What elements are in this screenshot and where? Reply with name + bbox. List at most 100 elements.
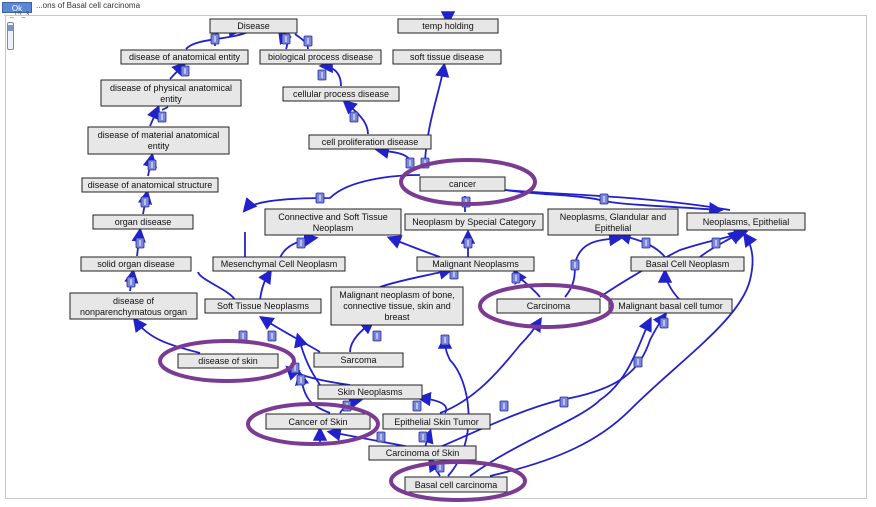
info-icon[interactable] (633, 356, 643, 368)
node-malignant-basal-cell-tumor[interactable]: Malignant basal cell tumor (608, 298, 733, 314)
nodes: Disease temp holding disease of anatomic… (69, 18, 806, 493)
node-soft-tissue-disease[interactable]: soft tissue disease (392, 49, 502, 65)
node-mesenchymal-cell-neoplasm[interactable]: Mesenchymal Cell Neoplasm (212, 256, 346, 272)
info-icon[interactable] (296, 237, 306, 249)
info-icon[interactable] (570, 259, 580, 271)
info-icon[interactable] (463, 237, 473, 249)
info-icon[interactable] (267, 330, 277, 342)
info-icon[interactable] (238, 330, 248, 342)
edge (258, 268, 272, 301)
node-label: Disease (237, 21, 270, 31)
node-malignant-neoplasms[interactable]: Malignant Neoplasms (416, 256, 535, 272)
node-cellular-process-disease[interactable]: cellular process disease (282, 86, 400, 102)
info-icon[interactable] (147, 159, 157, 171)
info-icon[interactable] (140, 196, 150, 208)
edge (504, 189, 731, 211)
info-icon[interactable] (303, 35, 313, 47)
info-icon[interactable] (317, 69, 327, 81)
node-label: Epithelial (595, 223, 632, 233)
edge (326, 426, 411, 448)
node-solid-organ-disease[interactable]: solid organ disease (80, 256, 192, 272)
info-icon[interactable] (418, 431, 428, 443)
info-icon[interactable] (559, 396, 569, 408)
node-label: Malignant neoplasm of bone, (339, 290, 455, 300)
info-icon[interactable] (641, 237, 651, 249)
node-label: disease of anatomical entity (129, 52, 241, 62)
node-carcinoma-of-skin[interactable]: Carcinoma of Skin (368, 445, 477, 461)
page-subtitle: ..._15_3 (4, 11, 30, 18)
node-disease-anatomical-entity[interactable]: disease of anatomical entity (120, 49, 249, 65)
info-icon[interactable] (405, 157, 415, 169)
node-label: disease of anatomical structure (88, 180, 213, 190)
page-title: ...ons of Basal cell carcinoma (36, 1, 141, 10)
node-label: Basal cell carcinoma (415, 480, 498, 490)
info-icon[interactable] (349, 111, 359, 123)
zoom-slider-thumb[interactable] (8, 25, 13, 31)
node-label: Malignant basal cell tumor (618, 301, 723, 311)
info-icon[interactable] (711, 237, 721, 249)
node-organ-disease[interactable]: organ disease (92, 214, 194, 230)
edge (242, 174, 421, 213)
info-icon[interactable] (599, 193, 609, 205)
node-basal-cell-carcinoma[interactable]: Basal cell carcinoma (404, 476, 508, 493)
node-disease[interactable]: Disease (209, 18, 298, 34)
node-label: disease of material anatomical (98, 130, 220, 140)
edge (657, 268, 681, 301)
node-neoplasm-special-category[interactable]: Neoplasm by Special Category (404, 213, 544, 231)
ok-button[interactable]: Ok (2, 2, 32, 13)
node-carcinoma[interactable]: Carcinoma (496, 298, 601, 314)
info-icon[interactable] (315, 192, 325, 204)
edge (599, 228, 749, 298)
node-label: temp holding (422, 21, 474, 31)
node-temp-holding[interactable]: temp holding (397, 18, 499, 34)
node-label: breast (384, 312, 410, 322)
node-label: Epithelial Skin Tumor (394, 417, 479, 427)
node-skin-neoplasms[interactable]: Skin Neoplasms (317, 384, 423, 400)
edge (374, 144, 411, 161)
info-icon[interactable] (412, 400, 422, 412)
highlight-carcinoma (478, 283, 614, 329)
info-icon[interactable] (210, 33, 220, 45)
node-cell-proliferation-disease[interactable]: cell proliferation disease (308, 134, 432, 150)
node-epithelial-skin-tumor[interactable]: Epithelial Skin Tumor (382, 413, 491, 430)
node-disease-of-skin[interactable]: disease of skin (177, 353, 279, 369)
info-icon[interactable] (157, 111, 167, 123)
node-cancer[interactable]: cancer (419, 176, 506, 192)
info-icon[interactable] (499, 400, 509, 412)
node-biological-process-disease[interactable]: biological process disease (259, 49, 382, 65)
node-label: Basal Cell Neoplasm (646, 259, 730, 269)
info-icon[interactable] (180, 65, 190, 77)
edge (349, 319, 375, 353)
info-icon[interactable] (511, 272, 521, 284)
highlight-cancer (399, 158, 537, 206)
node-label: nonparenchymatous organ (80, 307, 187, 317)
node-soft-tissue-neoplasms[interactable]: Soft Tissue Neoplasms (204, 298, 322, 314)
node-label: Cancer of Skin (288, 417, 347, 427)
node-malignant-neoplasm-bone[interactable]: Malignant neoplasm of bone,connective ti… (330, 286, 464, 326)
node-label: disease of skin (198, 356, 258, 366)
info-icon[interactable] (376, 431, 386, 443)
edge (489, 232, 758, 477)
node-sarcoma[interactable]: Sarcoma (313, 352, 404, 368)
info-icon[interactable] (659, 317, 669, 329)
info-icon[interactable] (296, 374, 306, 386)
node-label: Carcinoma (527, 301, 571, 311)
info-icon[interactable] (281, 33, 291, 45)
node-basal-cell-neoplasm[interactable]: Basal Cell Neoplasm (630, 256, 745, 272)
info-icon[interactable] (440, 334, 450, 346)
node-anatomical-structure[interactable]: disease of anatomical structure (81, 177, 219, 193)
info-icon[interactable] (135, 237, 145, 249)
highlight-ellipses (158, 158, 614, 502)
node-cancer-of-skin[interactable]: Cancer of Skin (265, 413, 371, 430)
info-icon[interactable] (372, 330, 382, 342)
info-icon[interactable] (126, 276, 136, 288)
node-neoplasms-epithelial[interactable]: Neoplasms, Epithelial (686, 212, 806, 231)
node-label: entity (148, 141, 170, 151)
zoom-slider[interactable] (7, 22, 14, 50)
